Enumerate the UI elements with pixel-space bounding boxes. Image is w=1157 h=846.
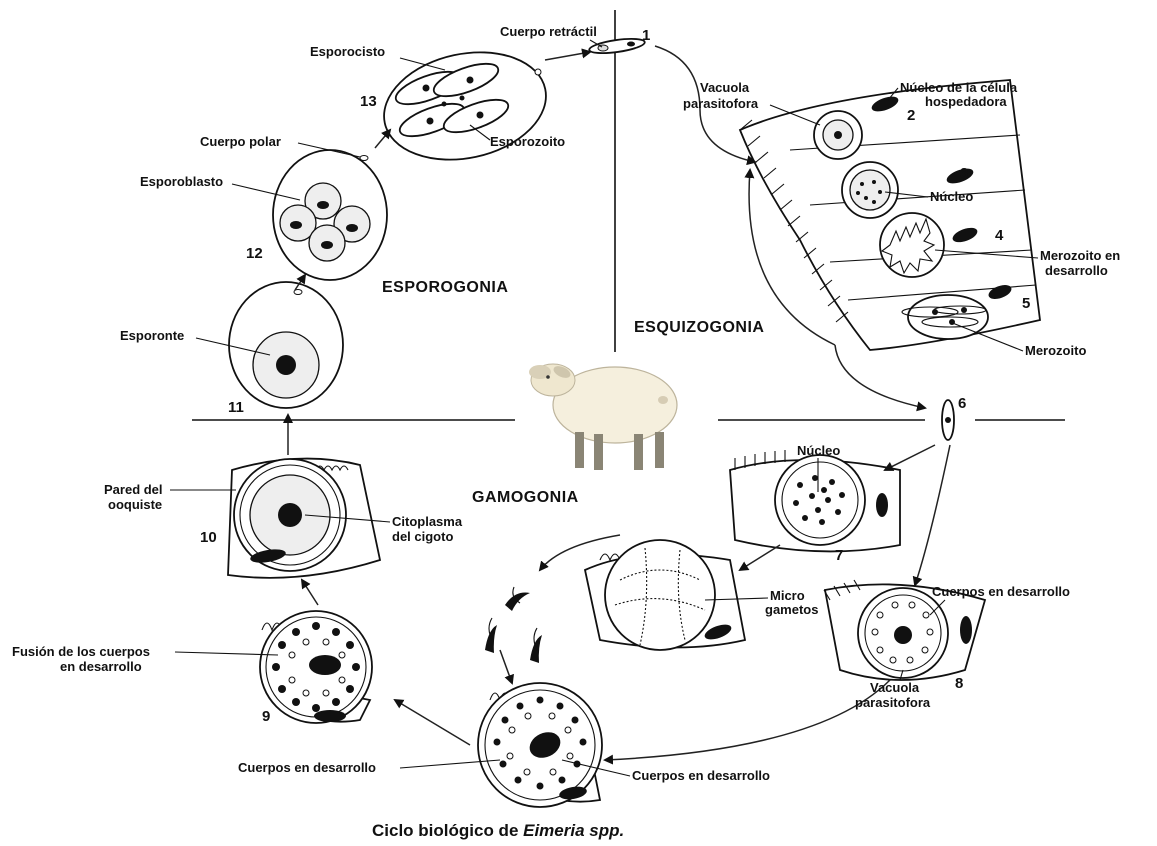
label-esporocisto: Esporocisto [310,44,385,59]
microgamont-cell [585,540,745,650]
label-citoplasma-line1: Citoplasma [392,514,463,529]
label-nucleo-celula-line2: hospedadora [925,94,1007,109]
stage-number-8: 8 [955,675,963,692]
label-esporozoito: Esporozoito [490,134,565,149]
epithelium-merogony [740,80,1040,350]
figure-caption: Ciclo biológico de Eimeria spp. [372,821,624,840]
stage-number-10: 10 [200,529,217,546]
label-vacuola-8: Vacuola [870,680,920,695]
stage-number-13: 13 [360,93,377,110]
stage-number-6: 6 [958,395,966,412]
label-nucleo-3: Núcleo [930,189,973,204]
stage-number-2: 2 [907,107,915,124]
stage-number-1: 1 [642,27,650,44]
label-vacuola-top: Vacuola [700,80,750,95]
stage-number-9: 9 [262,708,270,725]
stage-1-sporozoite [588,36,645,56]
sheep-icon [529,364,677,470]
stage-12-sporoblasts [273,150,387,280]
stage-number-5: 5 [1022,295,1030,312]
stage-number-3: 3 [960,165,968,182]
stage-7-macrogamont-cell [730,450,900,551]
label-cuerpos-desarrollo-left: Cuerpos en desarrollo [238,760,376,775]
phase-gamogonia: GAMOGONIA [472,489,579,506]
label-cuerpo-polar: Cuerpo polar [200,134,281,149]
label-cuerpo-retractil: Cuerpo retráctil [500,24,597,39]
label-merozoito-desarrollo-line1: Merozoito en [1040,248,1120,263]
label-citoplasma-line2: del cigoto [392,529,453,544]
phase-esquizogonia: ESQUIZOGONIA [634,319,764,336]
stage-11-sporont [229,282,343,408]
caption-prefix: Ciclo biológico de [372,821,523,840]
label-cuerpos-desarrollo-right: Cuerpos en desarrollo [632,768,770,783]
label-parasitofora-top: parasitofora [683,96,759,111]
label-merozoito-desarrollo-line2: desarrollo [1045,263,1108,278]
phase-esporogonia: ESPOROGONIA [382,279,508,296]
label-esporonte: Esporonte [120,328,184,343]
free-microgametes [485,587,542,663]
label-cuerpos-desarrollo-8: Cuerpos en desarrollo [932,584,1070,599]
label-nucleo-7: Núcleo [797,443,840,458]
caption-species: Eimeria spp. [523,821,624,840]
label-parasitofora-8: parasitofora [855,695,931,710]
stage-number-7: 7 [835,547,843,564]
stage-number-4: 4 [995,227,1004,244]
label-gametos: gametos [765,602,818,617]
label-fusion-line1: Fusión de los cuerpos [12,644,150,659]
stage-number-11: 11 [228,399,244,416]
macrogamete-cell [478,683,602,807]
label-fusion-line2: en desarrollo [60,659,142,674]
label-esporoblasto: Esporoblasto [140,174,223,189]
stage-10-unsporulated-oocyst [228,459,380,578]
stage-9-fusion [260,611,372,723]
label-nucleo-celula-line1: Núcleo de la célula [900,80,1018,95]
label-pared-line1: Pared del [104,482,163,497]
stage-number-12: 12 [246,245,263,262]
label-merozoito: Merozoito [1025,343,1086,358]
label-pared-line2: ooquiste [108,497,162,512]
stage-6-merozoite [942,400,954,440]
label-micro: Micro [770,588,805,603]
